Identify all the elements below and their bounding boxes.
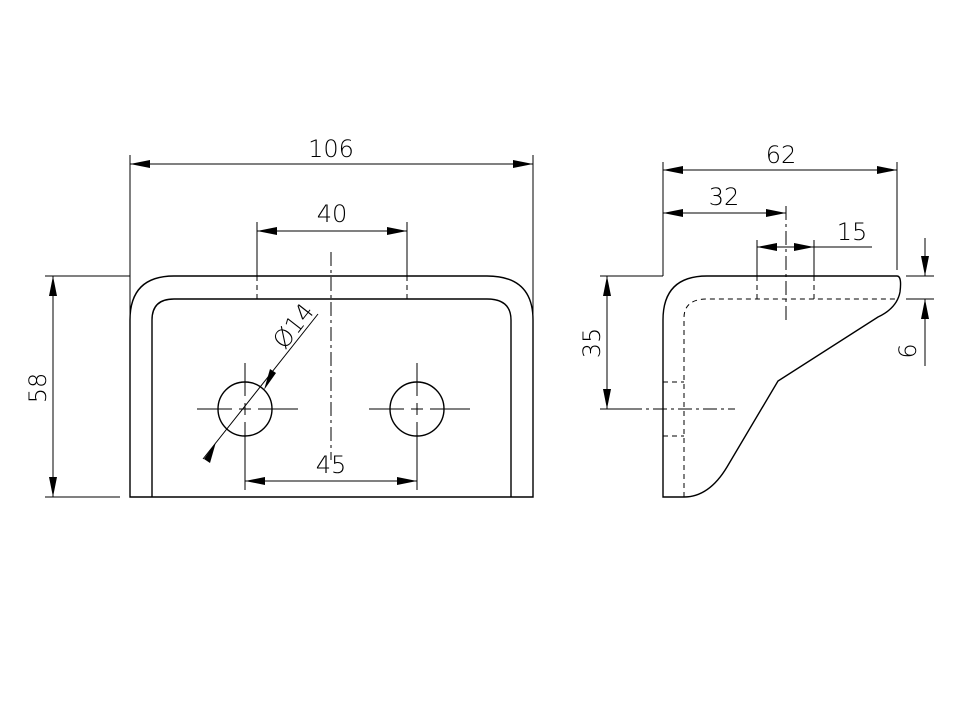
dim-overall-width-label: 106: [308, 135, 354, 163]
hole-right-centermark: [369, 363, 470, 456]
dim-slot-spacing: [256, 222, 408, 276]
front-outer-outline: [129, 275, 534, 498]
dim-overall-depth: [662, 162, 898, 276]
side-view: 62 32 15 35: [578, 141, 934, 498]
dim-slot-spacing-label: 40: [317, 200, 348, 228]
dim-slot-width: [756, 240, 872, 276]
dim-overall-depth-label: 62: [766, 141, 797, 169]
dim-hole-diameter: [202, 313, 319, 463]
dim-slot-offset-label: 32: [709, 183, 740, 211]
dim-hole-height: [600, 275, 663, 410]
dim-slot-offset: [663, 209, 786, 217]
dim-overall-width: [129, 155, 534, 320]
dim-height: [45, 275, 130, 498]
dim-thickness-label: 6: [894, 343, 922, 358]
dim-hole-height-label: 35: [578, 328, 606, 359]
front-inner-bend: [151, 298, 512, 497]
dim-hole-spacing: [244, 436, 418, 490]
dim-hole-spacing-label: 45: [316, 451, 347, 479]
side-inner-hidden: [683, 298, 897, 497]
dim-thickness: [906, 238, 934, 366]
dim-hole-diameter-label: Ø14: [267, 298, 320, 354]
hole-left-centermark: [197, 363, 298, 456]
dim-height-label: 58: [24, 373, 52, 404]
side-outer-profile: [662, 275, 902, 498]
dim-slot-width-label: 15: [837, 218, 868, 246]
front-view: 106 40 45 58: [24, 135, 534, 498]
